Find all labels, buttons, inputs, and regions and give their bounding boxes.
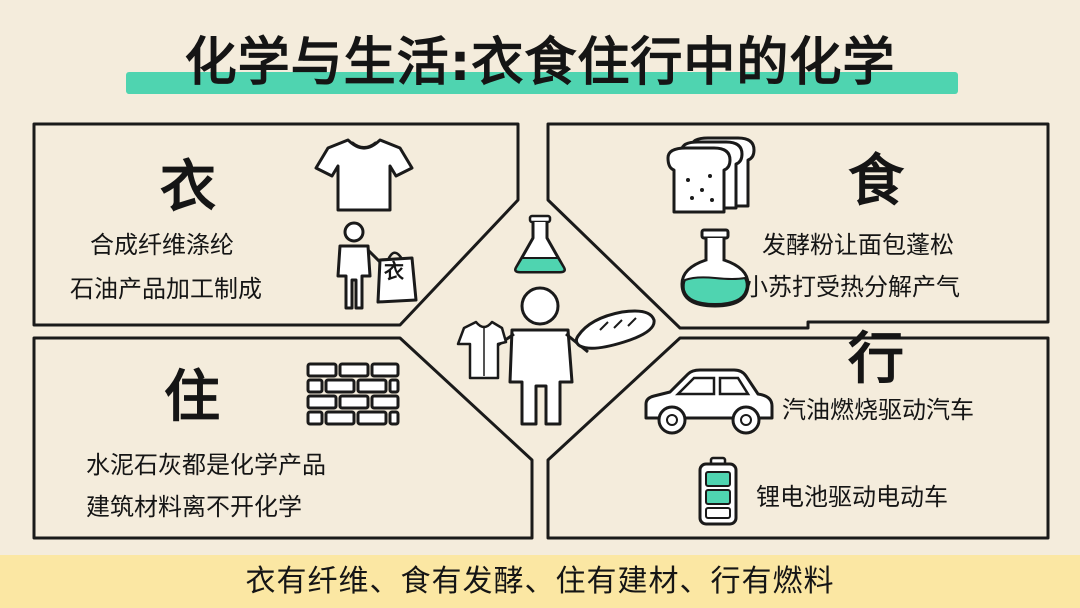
summary-bar: 衣有纤维、食有发酵、住有建材、行有燃料: [0, 555, 1080, 608]
panel-shi-heading: 食: [848, 149, 904, 214]
car-icon: [644, 368, 774, 435]
flask-icon: [680, 228, 750, 308]
panel-zhu-line-1: 水泥石灰都是化学产品: [86, 451, 326, 479]
person-icon: [487, 286, 589, 426]
panel-xing-heading: 行: [848, 327, 904, 392]
battery-icon: [698, 456, 738, 526]
panel-yi-heading: 衣: [160, 155, 216, 220]
bag-label: 衣: [384, 259, 404, 283]
brick-wall-icon: [306, 362, 400, 426]
panel-zhu-line-2: 建筑材料离不开化学: [86, 493, 302, 521]
panel-zhu-border: [32, 336, 534, 540]
panel-shi-border: [546, 122, 1050, 330]
panel-yi-line-1: 合成纤维涤纶: [90, 231, 234, 259]
summary-text: 衣有纤维、食有发酵、住有建材、行有燃料: [245, 564, 835, 599]
shirt-icon: [456, 320, 508, 380]
bread-icon: [666, 136, 756, 214]
panel-xing-line-2: 锂电池驱动电动车: [756, 483, 948, 511]
title-container: 化学与生活:衣食住行中的化学: [0, 26, 1080, 100]
panel-shi-line-2: 小苏打受热分解产气: [744, 273, 960, 301]
title-highlight: [126, 72, 958, 94]
center-figure: [456, 286, 656, 426]
panel-xing-border: [546, 336, 1050, 540]
panel-yi-border: [32, 122, 520, 327]
center-flask-icon: [514, 214, 566, 274]
panel-zhu-heading: 住: [164, 365, 220, 430]
panel-xing-line-1: 汽油燃烧驱动汽车: [782, 396, 974, 424]
baguette-icon: [574, 309, 656, 350]
panel-yi-line-2: 石油产品加工制成: [70, 275, 262, 303]
tshirt-icon: [314, 138, 414, 212]
shopper-icon: [336, 221, 418, 310]
panel-shi-line-1: 发酵粉让面包蓬松: [762, 231, 954, 259]
page-title: 化学与生活:衣食住行中的化学: [184, 33, 896, 93]
